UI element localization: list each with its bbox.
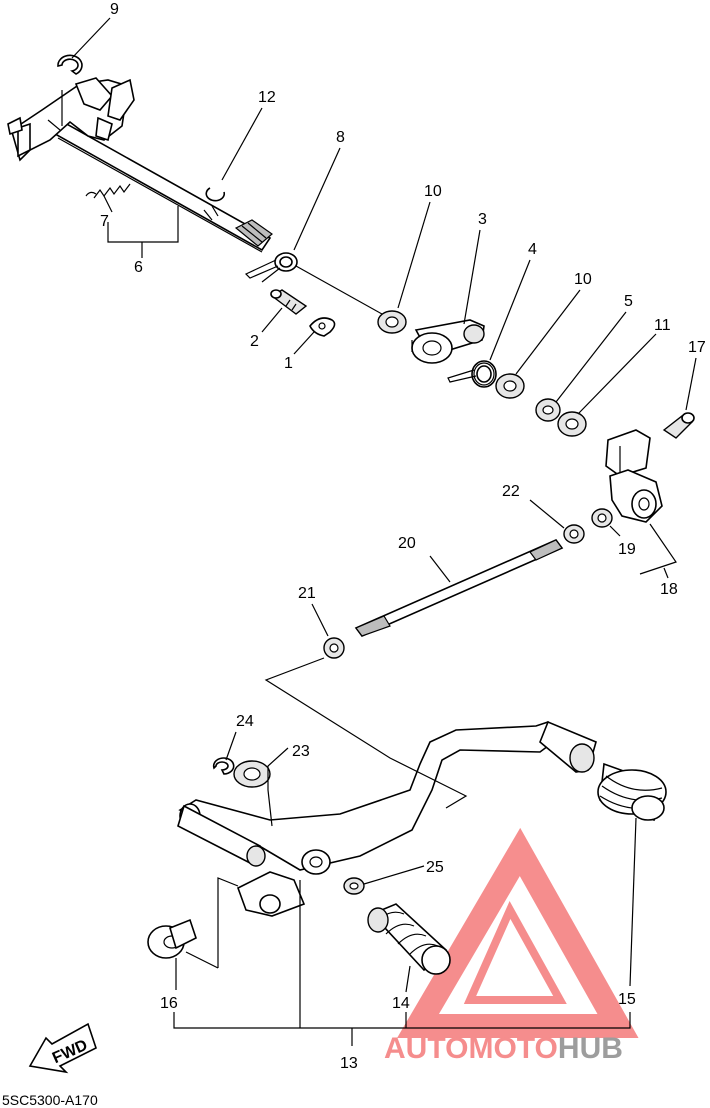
footrest-rubber-part-14 — [367, 903, 451, 975]
automotohub-logo: AUTOMOTOHUB — [384, 827, 639, 1065]
callout-5: 5 — [624, 293, 633, 310]
callout-11: 11 — [654, 317, 671, 334]
callout-2: 2 — [250, 333, 259, 350]
logo-moto: MOTO — [468, 1032, 557, 1065]
spring-part-4 — [447, 360, 497, 388]
callout-21: 21 — [298, 585, 316, 602]
callout-3: 3 — [478, 211, 487, 228]
callout-1: 1 — [284, 355, 293, 372]
callout-12: 12 — [258, 89, 276, 106]
diagram-code: 5SC5300-A170 — [2, 1092, 98, 1108]
svg-text:AUTOMOTOHUB: AUTOMOTOHUB — [384, 1032, 623, 1065]
callout-24: 24 — [236, 713, 254, 730]
fwd-arrow-icon: FWD — [28, 1022, 97, 1074]
bolt-part-17 — [662, 412, 695, 439]
washer-part-25 — [343, 877, 365, 895]
nut-part-21 — [323, 637, 345, 659]
callout-4: 4 — [528, 241, 537, 258]
callout-23: 23 — [292, 743, 310, 760]
shift-pedal-part-13 — [177, 720, 597, 917]
callout-9: 9 — [110, 1, 119, 18]
bushing-part-16 — [147, 918, 197, 959]
torsion-spring-part-8 — [244, 252, 298, 283]
logo-auto: AUTO — [384, 1032, 468, 1065]
callout-7: 7 — [100, 213, 109, 230]
callout-10-lower: 10 — [574, 271, 592, 288]
callout-18: 18 — [660, 581, 678, 598]
callout-22: 22 — [502, 483, 520, 500]
callout-19: 19 — [618, 541, 636, 558]
bolt-part-2 — [270, 289, 308, 315]
shift-rod-part-20 — [354, 539, 564, 637]
callout-labels: 9 12 8 10 3 4 10 5 11 17 7 6 2 1 22 19 1… — [100, 1, 706, 1072]
callout-14: 14 — [392, 995, 410, 1012]
callout-25: 25 — [426, 859, 444, 876]
circlip-part-9 — [57, 54, 83, 75]
circlip-part-24 — [212, 757, 235, 775]
logo-hub: HUB — [558, 1032, 623, 1065]
clip-part-1 — [309, 317, 336, 337]
washer-part-10-a — [377, 310, 407, 334]
washer-part-10-b — [495, 373, 525, 399]
shift-arm-part-18 — [605, 429, 663, 523]
pedal-rubber-part-15 — [597, 762, 667, 822]
roller-arm-part-3 — [411, 319, 485, 364]
callout-13: 13 — [340, 1055, 358, 1072]
callout-8: 8 — [336, 129, 345, 146]
callout-6: 6 — [134, 259, 143, 276]
callout-16: 16 — [160, 995, 178, 1012]
callout-20: 20 — [398, 535, 416, 552]
joint-part-19 — [591, 508, 613, 528]
callout-15: 15 — [618, 991, 636, 1008]
spring-part-7 — [85, 183, 131, 199]
washer-part-11 — [557, 411, 587, 437]
nut-part-22 — [563, 524, 585, 544]
shift-shaft-part — [7, 77, 273, 253]
washer-part-23 — [233, 760, 271, 788]
callout-10-upper: 10 — [424, 183, 442, 200]
leader-lines — [71, 17, 697, 1046]
callout-17: 17 — [688, 339, 706, 356]
collar-part-5 — [535, 398, 561, 422]
